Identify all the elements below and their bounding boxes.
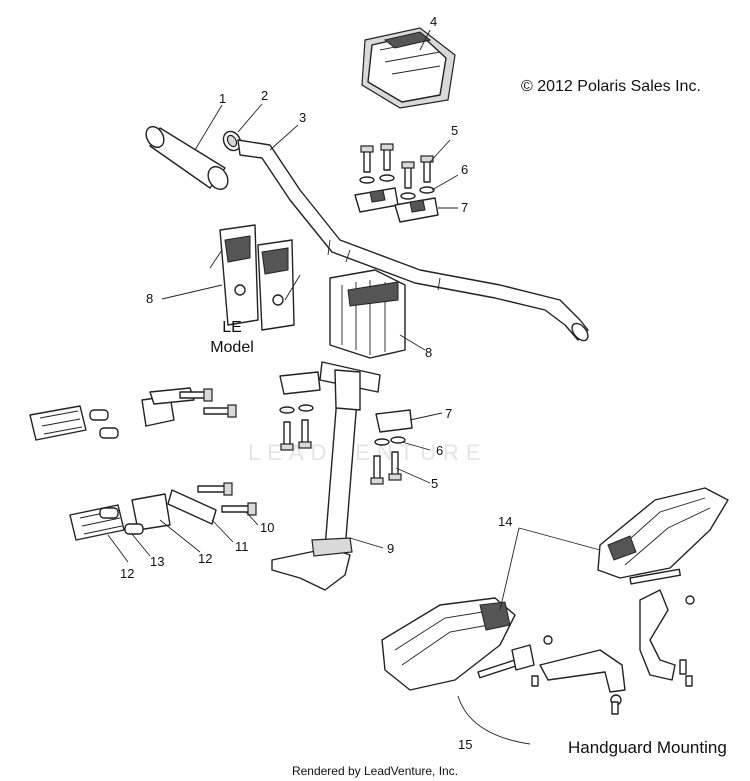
callout-14: 14 <box>498 514 512 529</box>
part-14-handguard-left[interactable] <box>381 597 516 691</box>
footer-credit: Rendered by LeadVenture, Inc. <box>291 764 459 778</box>
callout-5-lower: 5 <box>431 476 438 491</box>
part-6-washers-lower[interactable] <box>279 404 406 446</box>
callout-4: 4 <box>430 14 437 29</box>
leader-lines <box>107 29 601 745</box>
part-15-mount-hardware-left[interactable] <box>477 635 626 715</box>
section-title-handguard: Handguard Mounting <box>568 738 727 757</box>
callout-11: 11 <box>235 539 249 554</box>
callout-10: 10 <box>260 520 274 535</box>
part-15-mount-hardware-right[interactable] <box>629 568 695 687</box>
callout-8-riser: 8 <box>425 345 432 360</box>
part-13-spacers-upper[interactable] <box>89 409 119 439</box>
callout-12-left: 12 <box>120 566 134 581</box>
part-1-grip[interactable] <box>143 123 232 192</box>
callout-5-upper: 5 <box>451 123 458 138</box>
callout-1: 1 <box>219 91 226 106</box>
callout-9: 9 <box>387 541 394 556</box>
callout-3: 3 <box>299 110 306 125</box>
part-5-bolts-lower[interactable] <box>280 419 402 485</box>
part-3-handlebar[interactable] <box>237 139 591 344</box>
part-6-washers-upper[interactable] <box>359 174 435 200</box>
callout-7-upper: 7 <box>461 200 468 215</box>
part-4-handlebar-pad[interactable] <box>361 27 456 109</box>
part-8-le-risers[interactable] <box>209 224 301 331</box>
part-9-steering-post[interactable] <box>271 361 381 591</box>
part-2-bushing[interactable] <box>220 128 244 153</box>
callout-7-lower: 7 <box>445 406 452 421</box>
callout-labels: 1 2 3 4 5 6 7 8 8 7 6 5 9 10 11 12 13 12… <box>120 14 512 752</box>
part-8-riser-block[interactable] <box>329 269 406 359</box>
le-model-label: LE Model <box>202 318 262 358</box>
le-model-label-line2: Model <box>210 339 254 356</box>
part-7-clamps-upper[interactable] <box>354 187 439 223</box>
callout-6-lower: 6 <box>436 443 443 458</box>
callout-6-upper: 6 <box>461 162 468 177</box>
copyright-notice: © 2012 Polaris Sales Inc. <box>521 78 701 95</box>
part-13-spacers-lower[interactable] <box>99 507 144 535</box>
part-10-11-bolts-upper[interactable] <box>179 388 237 418</box>
part-14-handguard-right[interactable] <box>597 487 729 579</box>
part-11-bracket[interactable] <box>167 489 217 525</box>
part-10-bolts-lower[interactable] <box>197 482 257 516</box>
callout-8-le: 8 <box>146 291 153 306</box>
part-7-clamps-lower[interactable] <box>279 371 413 433</box>
callout-12-right: 12 <box>198 551 212 566</box>
part-12-clamps-lower-set[interactable] <box>69 493 171 541</box>
callout-2: 2 <box>261 88 268 103</box>
callout-15: 15 <box>458 737 472 752</box>
le-model-label-line1: LE <box>222 319 242 336</box>
callout-13: 13 <box>150 554 164 569</box>
part-5-bolts-upper[interactable] <box>360 143 434 189</box>
